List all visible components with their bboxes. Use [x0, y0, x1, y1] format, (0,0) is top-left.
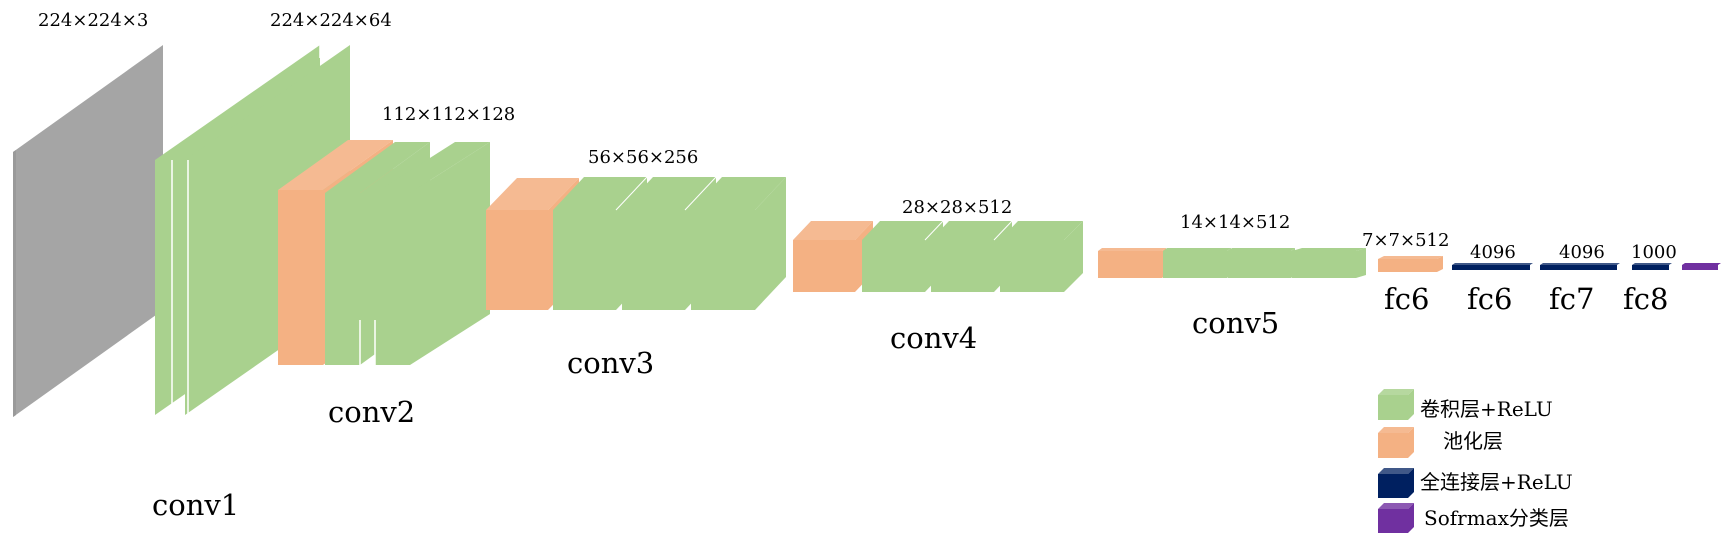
fc6-bar: [1452, 263, 1533, 270]
conv4-stage-label: conv4: [890, 321, 977, 355]
conv1-stage-label: conv1: [152, 488, 239, 522]
input-slab: [13, 45, 163, 417]
conv5-block: [1163, 248, 1366, 278]
fc8-dim-label: 1000: [1631, 242, 1677, 263]
softmax-bar: [1682, 263, 1721, 270]
legend-item-pool: 池化层: [1378, 427, 1503, 458]
conv1-dim-label: 224×224×64: [270, 10, 392, 31]
legend-label-fc: 全连接层+ReLU: [1420, 470, 1573, 494]
conv5-dim-label: 14×14×512: [1180, 212, 1290, 233]
conv4-block: [862, 220, 1083, 292]
fc8-stage-label: fc8: [1623, 282, 1668, 316]
fc6-stage-label-a: fc6: [1384, 282, 1429, 316]
conv2-stage-label: conv2: [328, 395, 415, 429]
conv2-dim-label: 112×112×128: [382, 104, 515, 125]
fc6-stage-label-b: fc6: [1467, 282, 1512, 316]
pool5-dim-label: 7×7×512: [1362, 230, 1449, 251]
conv2-block: [325, 142, 490, 365]
conv4-dim-label: 28×28×512: [902, 197, 1012, 218]
legend-item-fc: 全连接层+ReLU: [1378, 468, 1573, 498]
conv5-stage-label: conv5: [1192, 306, 1279, 340]
pool4-block: [1098, 248, 1166, 278]
input-dim-label: 224×224×3: [38, 10, 148, 31]
conv3-stage-label: conv3: [567, 346, 654, 380]
legend-label-softmax: Sofrmax分类层: [1424, 506, 1569, 530]
conv3-dim-label: 56×56×256: [588, 147, 698, 168]
fc7-bar: [1540, 263, 1620, 270]
pool5-block: [1378, 256, 1443, 272]
conv3-block: [553, 176, 786, 310]
fc8-bar: [1632, 263, 1672, 270]
fc6-dim-label: 4096: [1470, 242, 1516, 263]
fc7-dim-label: 4096: [1559, 242, 1605, 263]
legend: 卷积层+ReLU 池化层 全连接层+ReLU Sofrmax分类层: [1378, 389, 1573, 533]
pool3-block: [793, 221, 873, 292]
fc7-stage-label: fc7: [1549, 282, 1594, 316]
legend-item-conv: 卷积层+ReLU: [1378, 389, 1553, 421]
legend-label-conv: 卷积层+ReLU: [1420, 397, 1553, 421]
legend-label-pool: 池化层: [1443, 429, 1503, 453]
legend-item-softmax: Sofrmax分类层: [1378, 503, 1569, 533]
